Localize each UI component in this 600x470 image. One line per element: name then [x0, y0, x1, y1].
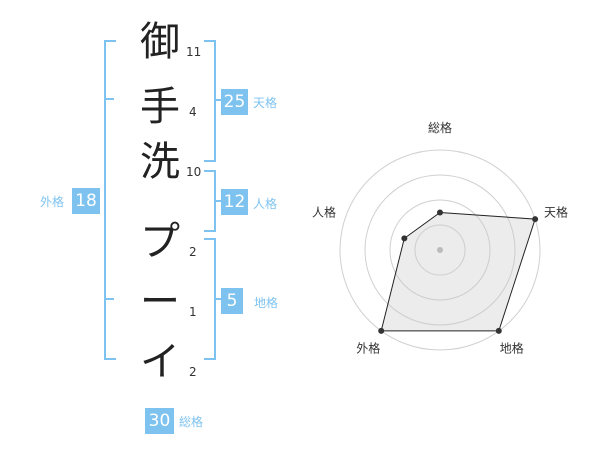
chikaku-tick — [214, 298, 222, 300]
gaikaku-bracket — [104, 40, 116, 360]
radar-area — [380, 211, 536, 332]
stroke-count-4: 2 — [189, 245, 197, 259]
tenkaku-tick — [214, 99, 222, 101]
radar-axis-label-5: 人格 — [312, 204, 336, 219]
stroke-count-5: 1 — [189, 305, 197, 319]
radar-axis-label-1: 総格 — [428, 120, 452, 135]
radar-point-2 — [532, 216, 539, 223]
radar-grid-ring-3 — [364, 174, 516, 326]
chikaku-label: 地格 — [254, 296, 279, 310]
chikaku-value-badge: 5 — [221, 288, 243, 314]
stroke-count-2: 4 — [189, 105, 197, 119]
radar-center-dot — [437, 247, 443, 253]
radar-axis-label-2: 天格 — [544, 204, 568, 219]
tenkaku-bracket — [204, 40, 216, 162]
stroke-count-1: 11 — [186, 45, 202, 59]
gaikaku-tick-upper — [104, 98, 114, 100]
gaikaku-label: 外格 — [40, 195, 65, 209]
name-char-1: 御 — [140, 19, 180, 65]
name-char-6: イ — [140, 339, 180, 385]
radar-grid-ring-2 — [389, 199, 491, 301]
radar-point-4 — [378, 327, 385, 334]
radar-axis-label-3: 地格 — [500, 341, 524, 356]
radar-grid-ring-1 — [414, 224, 466, 276]
radar-point-5 — [401, 235, 408, 242]
jinkaku-tick — [214, 200, 222, 202]
radar-axis-label-4: 外格 — [356, 341, 380, 356]
radar-point-3 — [495, 327, 502, 334]
name-char-5: ー — [140, 279, 180, 325]
soukaku-label: 総格 — [179, 415, 204, 429]
stroke-count-6: 2 — [189, 365, 197, 379]
name-char-3: 洗 — [140, 139, 180, 185]
gaikaku-tick-lower — [104, 298, 114, 300]
gaikaku-value-badge: 18 — [72, 188, 100, 214]
jinkaku-label: 人格 — [253, 197, 278, 211]
stroke-count-3: 10 — [186, 165, 202, 179]
soukaku-value-badge: 30 — [145, 408, 174, 434]
name-char-4: プ — [140, 219, 180, 265]
jinkaku-value-badge: 12 — [221, 189, 248, 215]
tenkaku-label: 天格 — [253, 96, 278, 110]
radar-point-1 — [437, 209, 443, 216]
name-char-2: 手 — [140, 84, 180, 130]
radar-grid-ring-4 — [339, 149, 541, 351]
tenkaku-value-badge: 25 — [221, 89, 248, 115]
